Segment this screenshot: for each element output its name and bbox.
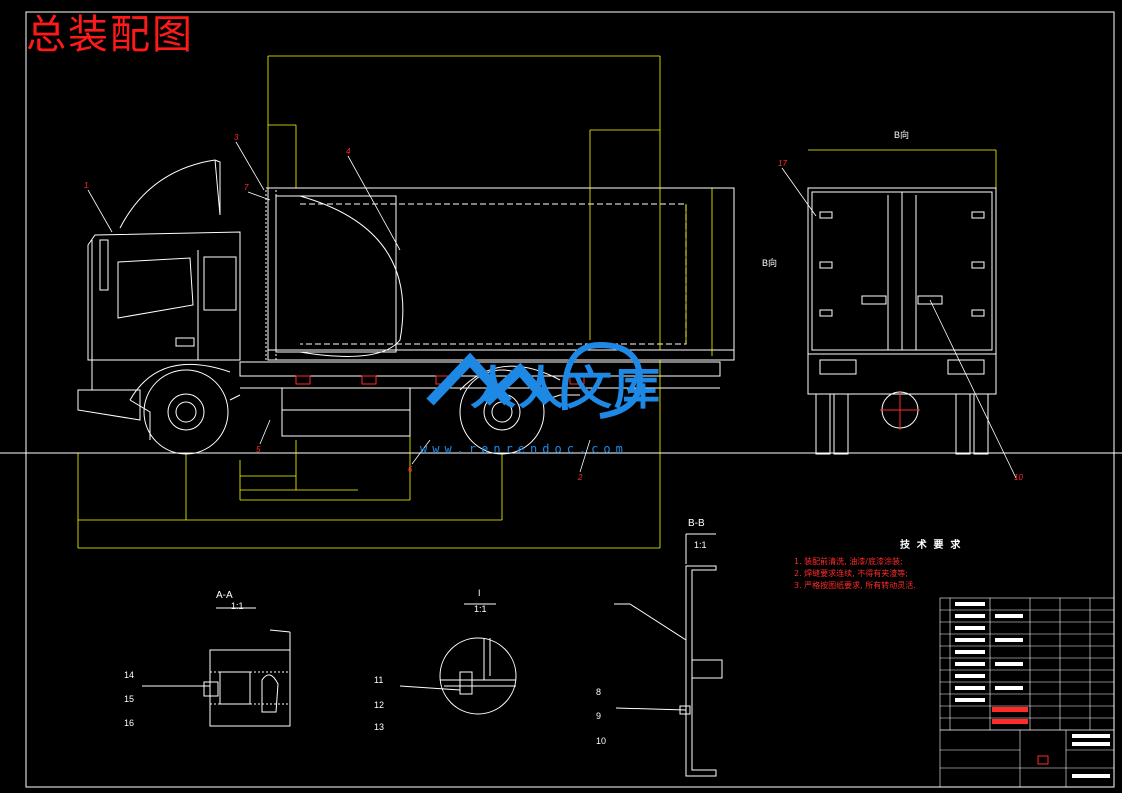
tech-requirement-3: 3. 严格按图纸要求, 所有转动灵活. [794, 581, 916, 590]
drawing-frame [25, 11, 1115, 788]
rear-view-b [807, 187, 997, 455]
tech-requirement-2: 2. 焊缝要求连续, 不得有夹渣等; [794, 569, 908, 578]
detail-i-label: I [478, 588, 481, 598]
tech-requirements-list: 1. 装配前清洗, 油漆/底漆涂装; 2. 焊缝要求连续, 不得有夹渣等; 3.… [794, 556, 916, 592]
title-block-fill [992, 707, 1049, 765]
svg-text:17: 17 [778, 159, 787, 168]
title-block [939, 597, 1115, 788]
detail-i-scale: 1:1 [474, 604, 487, 614]
section-aa-label: A-A [216, 590, 233, 601]
section-bb-label: B-B [688, 518, 705, 529]
callout-9: 9 [596, 711, 602, 721]
dimension-lines [77, 55, 997, 549]
tech-requirement-1: 1. 装配前清洗, 油漆/底漆涂装; [794, 557, 903, 566]
callout-11: 11 [374, 675, 384, 685]
svg-text:2: 2 [577, 473, 583, 482]
view-b-arrow-label: B向 [762, 258, 778, 268]
svg-text:7: 7 [244, 183, 249, 192]
svg-text:3: 3 [234, 133, 239, 142]
section-bb [614, 533, 723, 777]
section-aa [142, 607, 291, 727]
callout-13: 13 [374, 722, 385, 732]
callout-15: 15 [124, 694, 135, 704]
svg-text:4: 4 [346, 147, 351, 156]
callout-14: 14 [124, 670, 135, 680]
leader-lines [87, 141, 591, 473]
svg-text:6: 6 [408, 465, 413, 474]
svg-text:1: 1 [84, 181, 88, 190]
leader-tags: 1 3 7 4 5 6 2 [84, 133, 583, 482]
view-b-label: B向 [894, 130, 910, 140]
callout-12: 12 [374, 700, 385, 710]
detail-i [399, 603, 517, 715]
watermark-url: www.renrendoc.com [420, 442, 628, 456]
tech-requirements-title: 技 术 要 求 [900, 540, 963, 551]
section-bb-scale: 1:1 [694, 540, 707, 550]
callout-8: 8 [596, 687, 602, 697]
svg-text:10: 10 [1014, 473, 1023, 482]
drawing-title: 总装配图 [26, 12, 194, 58]
svg-text:5: 5 [256, 445, 261, 454]
watermark-logo [426, 341, 644, 419]
watermark-text: 人人文库 [470, 361, 662, 415]
section-aa-scale: 1:1 [231, 601, 244, 611]
callout-16: 16 [124, 718, 135, 728]
callout-10: 10 [596, 736, 607, 746]
